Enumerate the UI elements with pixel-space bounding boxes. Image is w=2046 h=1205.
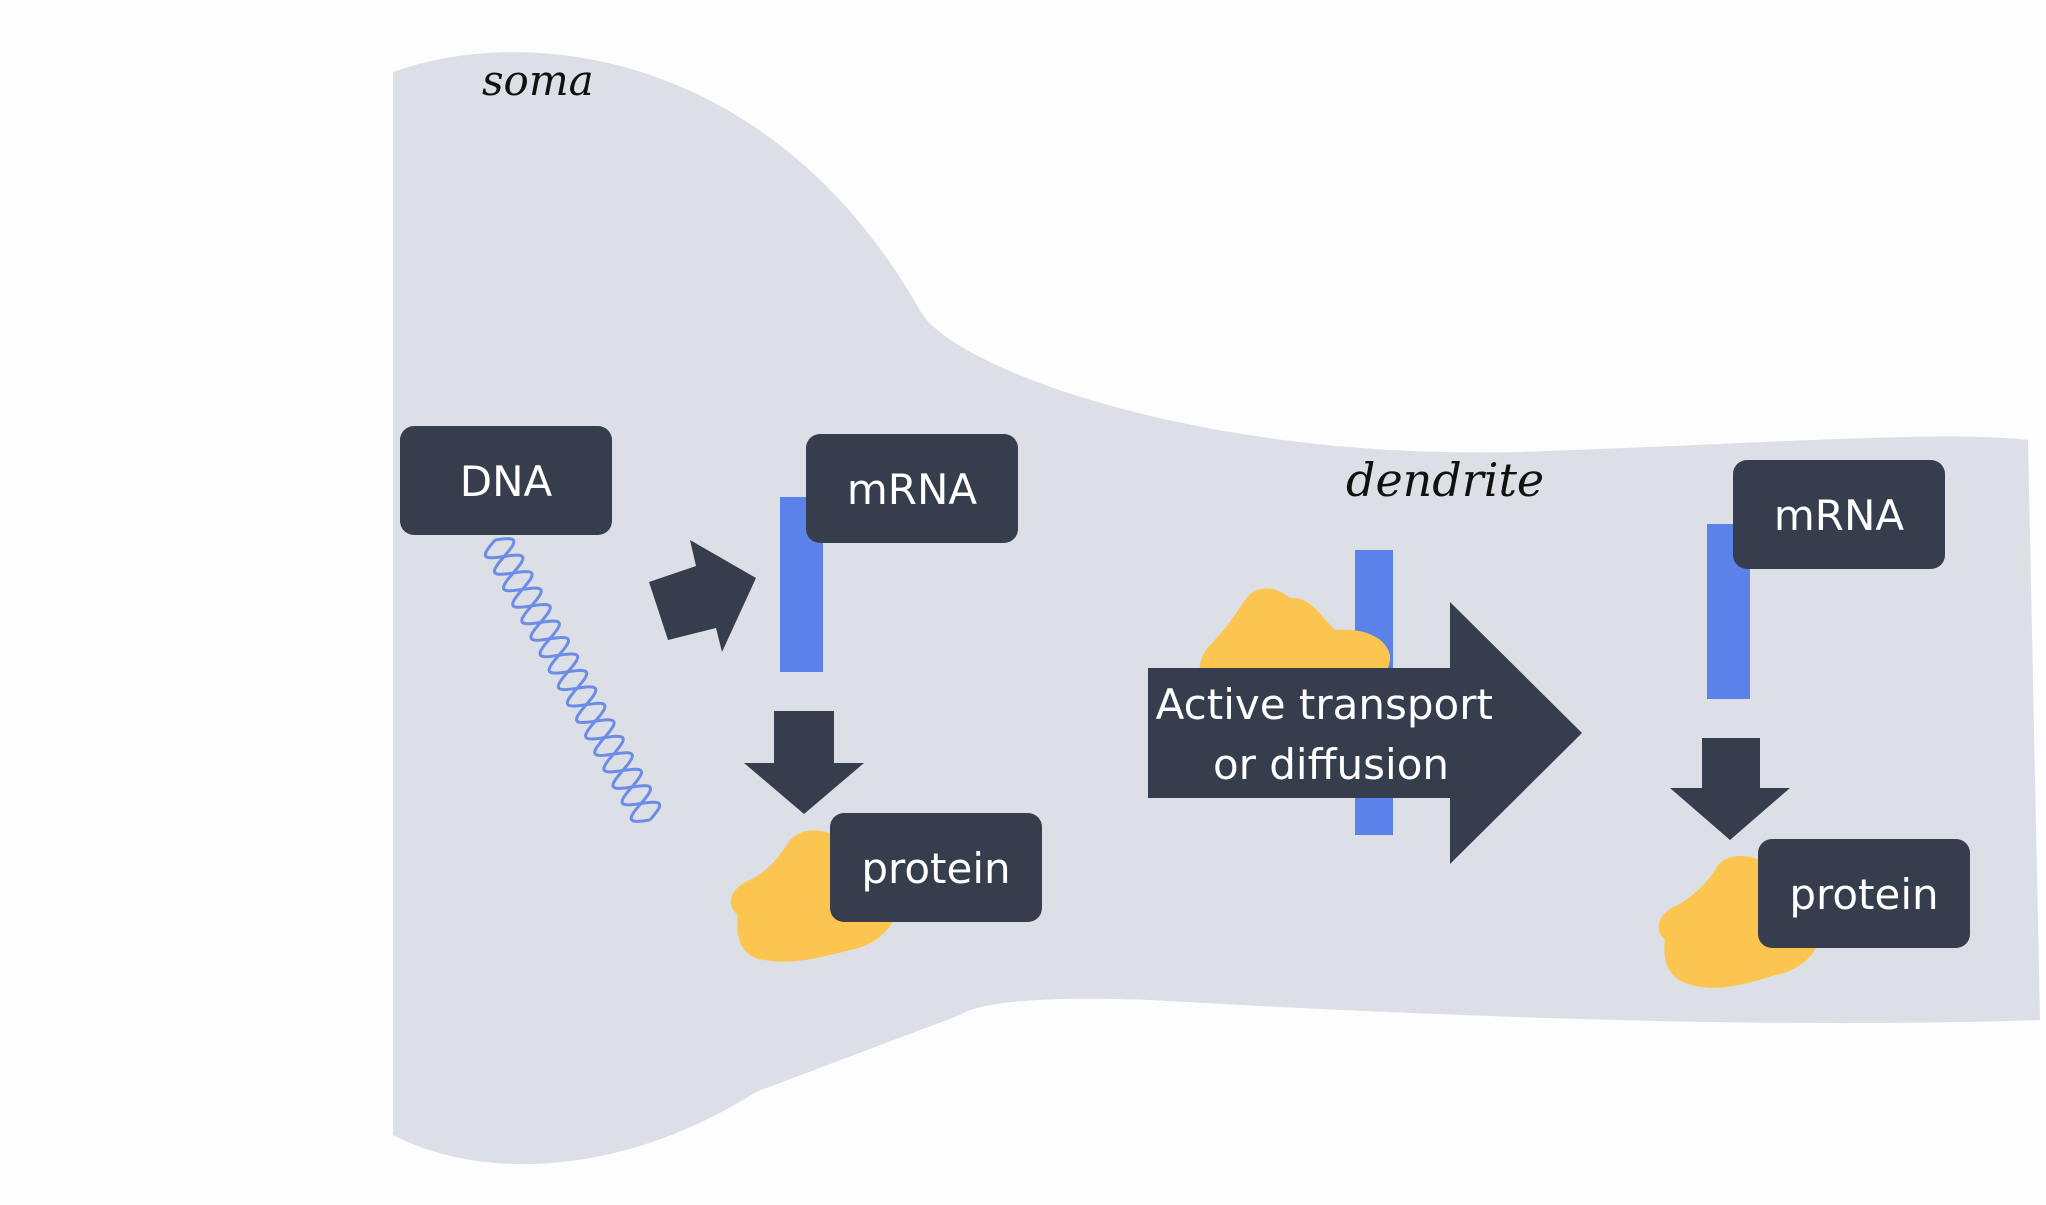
neuron-cell-shape (393, 52, 2040, 1165)
soma-mrna-label: mRNA (847, 465, 978, 514)
transport-label-line-1: Active transport (1156, 680, 1493, 729)
soma-protein-box: protein (830, 813, 1042, 922)
transport-arrow-icon (1148, 602, 1582, 864)
transport-label: Active transport or diffusion (1156, 680, 1507, 789)
dendrite-label: dendrite (1346, 453, 1544, 507)
dendrite-protein-label: protein (1789, 870, 1938, 919)
dendrite-translation-arrow-icon (1670, 738, 1790, 840)
transport-label-line-2: or diffusion (1213, 740, 1449, 789)
dendrite-mrna-box: mRNA (1733, 460, 1945, 569)
translation-arrow-icon (744, 711, 864, 814)
dna-label: DNA (460, 457, 553, 506)
dendrite-protein-box: protein (1758, 839, 1970, 948)
soma-mrna-box: mRNA (806, 434, 1018, 543)
soma-label: soma (482, 56, 594, 105)
soma-protein-label: protein (861, 844, 1010, 893)
dna-box: DNA (400, 426, 612, 535)
dendrite-mrna-label: mRNA (1774, 491, 1905, 540)
transcription-arrow-icon (649, 540, 756, 652)
dna-helix-icon (483, 537, 662, 823)
